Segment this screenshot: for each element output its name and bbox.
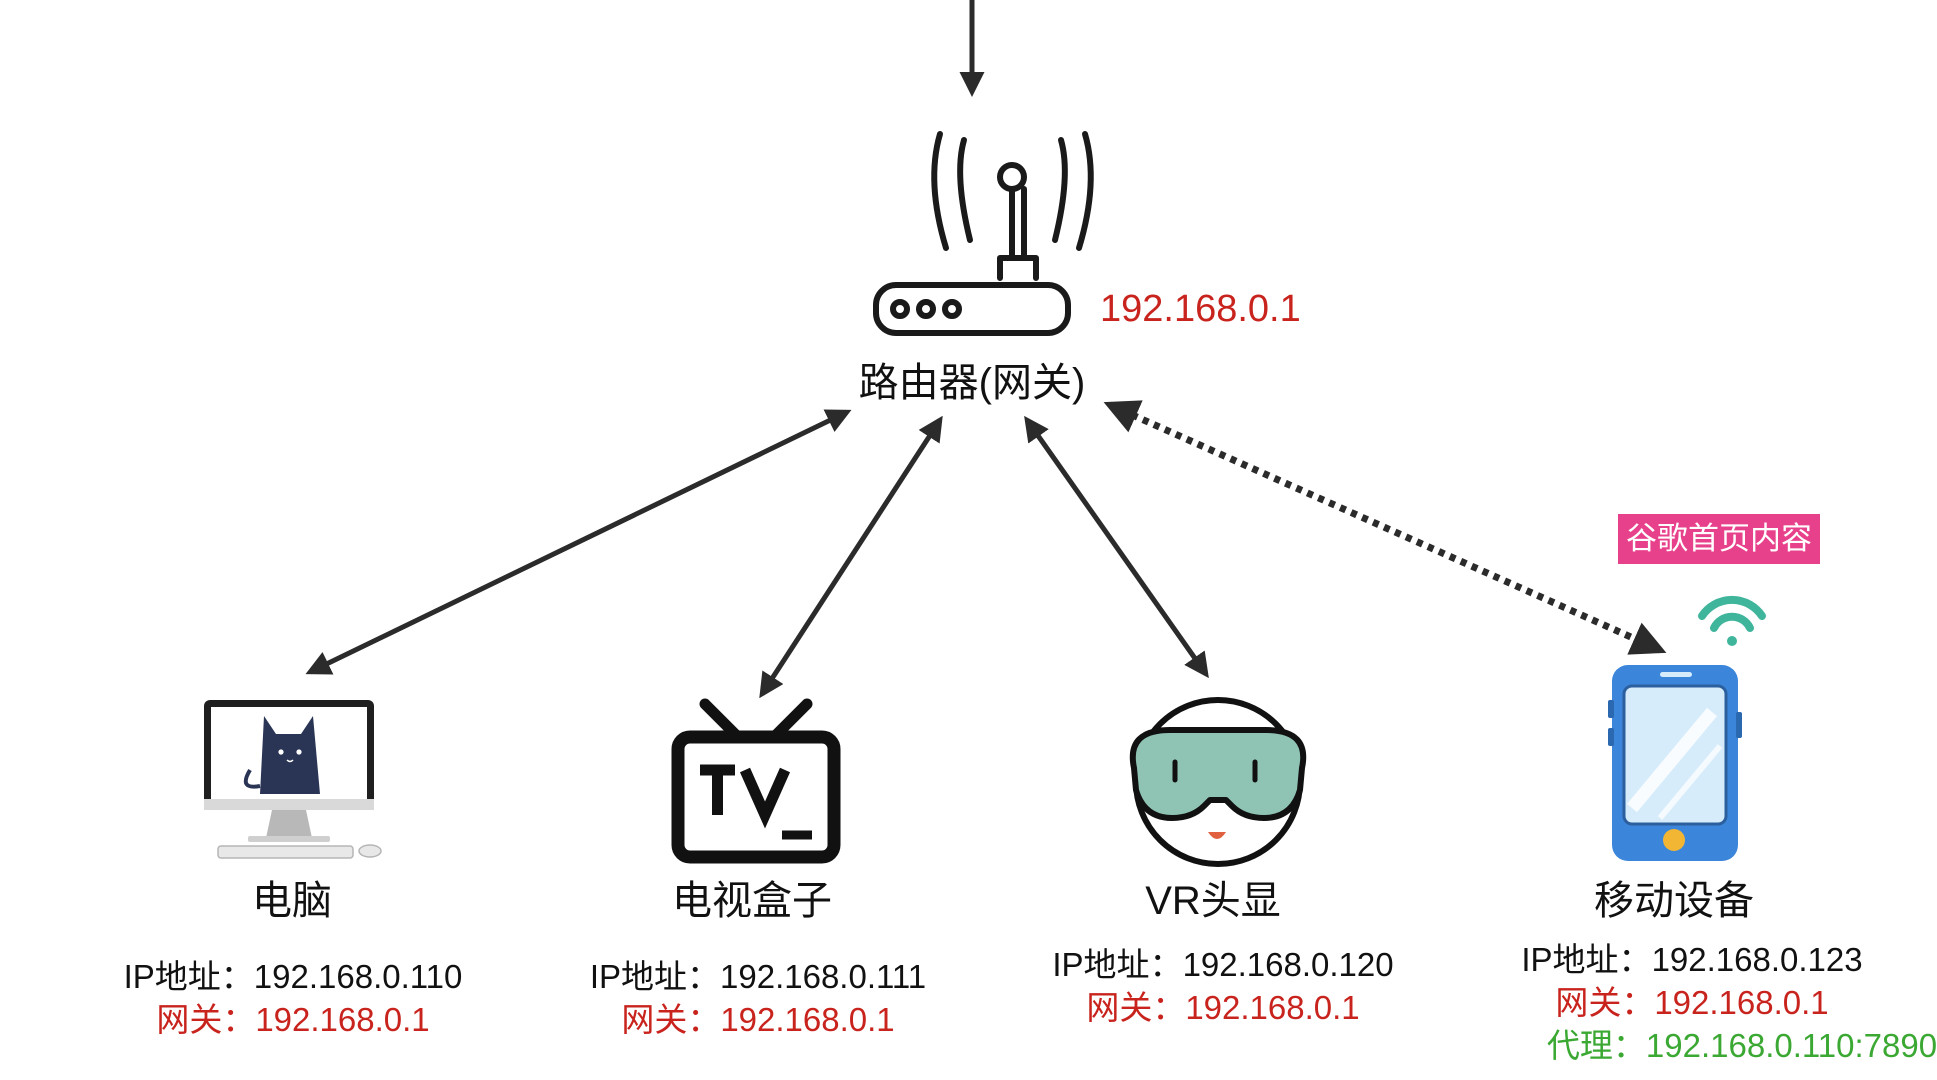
gateway-row: 网关：192.168.0.1: [590, 998, 926, 1041]
ip-row: IP地址：192.168.0.111: [590, 955, 926, 998]
device-name-computer: 电脑: [252, 879, 332, 923]
gateway-label: 网关：: [1555, 984, 1655, 1021]
gateway-value: 192.168.0.1: [720, 1001, 895, 1038]
gateway-label: 网关：: [1086, 989, 1186, 1026]
computer-info: IP地址：192.168.0.110 网关：192.168.0.1: [124, 955, 463, 1041]
wifi-icon: [1698, 595, 1766, 646]
gateway-row: 网关：192.168.0.1: [1497, 981, 1887, 1024]
gateway-row: 网关：192.168.0.1: [124, 998, 463, 1041]
link-computer: [305, 409, 852, 675]
tv-box-info: IP地址：192.168.0.111 网关：192.168.0.1: [590, 955, 926, 1041]
gateway-value: 192.168.0.1: [1654, 984, 1829, 1021]
ip-row: IP地址：192.168.0.110: [124, 955, 463, 998]
device-name-mobile: 移动设备: [1594, 879, 1754, 923]
gateway-value: 192.168.0.1: [255, 1001, 430, 1038]
tv-icon: [671, 698, 841, 864]
google-homepage-badge: 谷歌首页内容: [1618, 514, 1820, 564]
link-vr-headset: [1024, 415, 1209, 679]
vr-headset-icon: [1129, 697, 1307, 867]
mobile-info: IP地址：192.168.0.123 网关：192.168.0.1 代理：192…: [1497, 938, 1937, 1067]
gateway-label: 网关：: [156, 1001, 256, 1038]
ip-label: IP地址：: [1052, 946, 1183, 983]
ip-value: 192.168.0.123: [1651, 941, 1863, 978]
cat-icon: [243, 716, 320, 794]
device-name-tv-box: 电视盒子: [672, 879, 832, 923]
ip-label: IP地址：: [123, 958, 254, 995]
gateway-row: 网关：192.168.0.1: [1052, 986, 1393, 1029]
gateway-label: 网关：: [621, 1001, 721, 1038]
ip-value: 192.168.0.110: [253, 958, 463, 995]
proxy-row: 代理：192.168.0.110:7890: [1547, 1024, 1937, 1067]
desktop-computer-icon: [204, 700, 382, 859]
link-mobile-wireless: [1103, 400, 1667, 655]
ip-value: 192.168.0.111: [720, 958, 927, 995]
ip-value: 192.168.0.120: [1182, 946, 1394, 983]
wifi-router-icon: [873, 131, 1094, 336]
router-ip: 192.168.0.1: [1100, 288, 1301, 330]
ip-row: IP地址：192.168.0.123: [1497, 938, 1887, 981]
proxy-value: 192.168.0.110:7890: [1645, 1027, 1937, 1064]
device-name-vr-headset: VR头显: [1145, 879, 1281, 923]
proxy-label: 代理：: [1546, 1027, 1646, 1064]
smartphone-icon: [1608, 665, 1742, 861]
link-tv-box: [759, 415, 943, 699]
router-label: 路由器(网关): [858, 361, 1086, 405]
gateway-value: 192.168.0.1: [1185, 989, 1360, 1026]
ip-row: IP地址：192.168.0.120: [1052, 943, 1393, 986]
vr-headset-info: IP地址：192.168.0.120 网关：192.168.0.1: [1052, 943, 1393, 1029]
ip-label: IP地址：: [1521, 941, 1652, 978]
ip-label: IP地址：: [589, 958, 721, 995]
